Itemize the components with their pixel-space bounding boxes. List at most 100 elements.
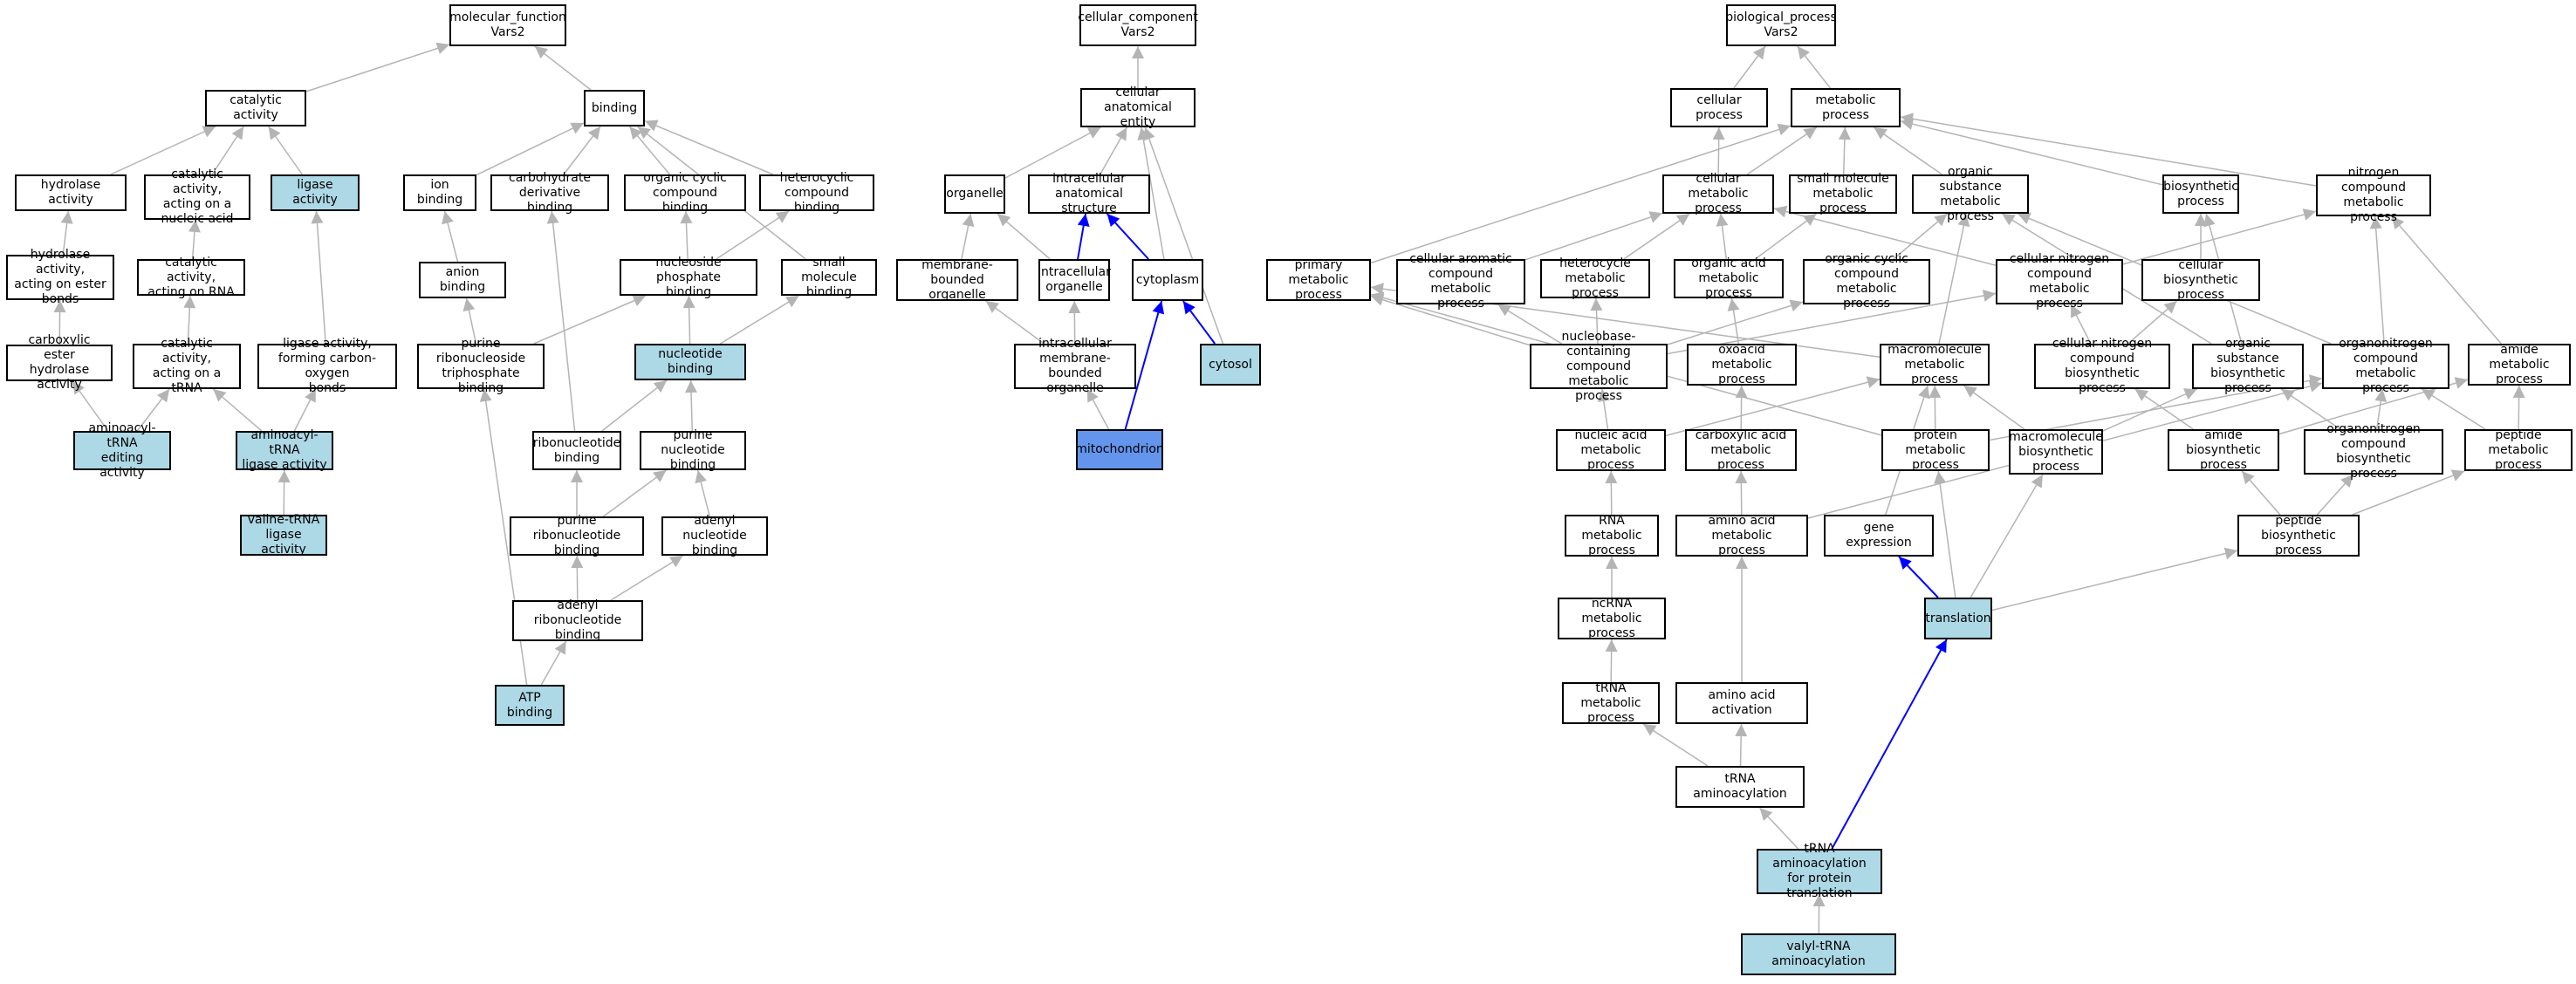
edge-bind-to-mf [534,45,592,91]
go-term-node-adrnb[interactable]: adenyl ribonucleotide binding [512,598,643,642]
go-term-node-cyto[interactable]: cytoplasm [1132,259,1203,301]
go-term-node-anion[interactable]: anion binding [419,262,506,298]
edge-orgl-to-cae [1004,126,1101,179]
go-term-node-hyd[interactable]: hydrolase activity [15,174,127,211]
go-term-node-cacmp[interactable]: cellular aromatic compound metabolic pro… [1396,252,1525,311]
go-term-node-transl[interactable]: translation [1924,598,1992,639]
go-term-node-protmp[interactable]: protein metabolic process [1881,428,1990,472]
go-term-node-aalig[interactable]: aminoacyl-tRNA ligase activity [236,428,333,472]
go-term-node-pmp[interactable]: primary metabolic process [1266,258,1371,302]
go-term-node-pepmp[interactable]: peptide metabolic process [2464,428,2573,472]
edge-imbo-to-intorg [1068,300,1081,345]
go-term-node-trnamp[interactable]: tRNA metabolic process [1562,681,1660,725]
go-term-node-aaact[interactable]: amino acid activation [1675,682,1808,724]
go-term-node-mf[interactable]: molecular_function Vars2 [449,4,566,46]
go-term-node-oxmp[interactable]: oxoacid metabolic process [1687,343,1797,386]
go-term-node-intorg[interactable]: intracellular organelle [1038,259,1111,301]
go-term-node-occmp[interactable]: organic cyclic compound metabolic proces… [1803,252,1930,311]
go-term-node-macmp[interactable]: macromolecule metabolic process [1880,343,1990,386]
go-term-node-cbp[interactable]: cellular biosynthetic process [2141,258,2260,302]
edge-oamp-to-cmp [1716,213,1729,260]
go-term-node-ntb[interactable]: nucleotide binding [634,344,746,380]
go-term-node-osmp[interactable]: organic substance metabolic process [1912,165,2029,223]
go-term-node-mito[interactable]: mitochondrion [1075,429,1164,470]
edge-aamp-to-camp [1735,470,1748,516]
go-term-node-bp[interactable]: biological_process Vars2 [1725,4,1837,46]
go-term-node-imbo[interactable]: intracellular membrane-bounded organelle [1014,337,1136,395]
go-term-node-catna[interactable]: catalytic activity, acting on a nucleic … [144,167,250,226]
go-term-node-lig[interactable]: ligase activity [271,174,360,211]
go-term-node-namp[interactable]: nucleic acid metabolic process [1556,428,1666,472]
go-term-node-ias[interactable]: intracellular anatomical structure [1028,172,1150,215]
go-term-node-rnb[interactable]: ribonucleotide binding [532,431,621,470]
go-term-node-cncmp[interactable]: cellular nitrogen compound metabolic pro… [1996,252,2123,311]
edge-cncbp-to-cbp [2127,300,2178,345]
edge-pepbp-to-onbp [2316,474,2354,516]
go-term-node-valt[interactable]: valine-tRNA ligase activity [240,513,327,557]
go-term-node-cattrna[interactable]: catalytic activity, acting on a tRNA [133,337,241,395]
go-term-node-gexp[interactable]: gene expression [1824,515,1934,557]
go-term-node-pnb[interactable]: purine nucleotide binding [640,428,746,472]
go-term-node-atp[interactable]: ATP binding [495,685,565,726]
go-term-node-osbp[interactable]: organic substance biosynthetic process [2192,337,2304,395]
go-term-node-cncbp[interactable]: cellular nitrogen compound biosynthetic … [2034,337,2170,395]
go-term-node-orgl[interactable]: organelle [944,174,1005,214]
edge-pepbp-to-amidebp [2241,470,2281,516]
go-term-node-macbp[interactable]: macromolecule biosynthetic process [2009,429,2103,475]
edge-prtb-to-anion [462,297,477,345]
go-term-node-ligco[interactable]: ligase activity, forming carbon-oxygen b… [257,337,397,395]
go-term-node-carb[interactable]: carbohydrate derivative binding [490,171,609,215]
go-term-node-amidebp[interactable]: amide biosynthetic process [2168,428,2279,472]
go-term-node-ionb[interactable]: ion binding [403,174,476,211]
go-term-node-cmp[interactable]: cellular metabolic process [1662,172,1774,215]
go-term-node-trnaaa[interactable]: tRNA aminoacylation [1675,766,1805,808]
go-term-node-npb[interactable]: nucleoside phosphate binding [620,256,757,299]
edge-amidebp-to-cncbp [2134,388,2194,430]
go-term-node-aaed[interactable]: aminoacyl-tRNA editing activity [73,421,171,480]
edge-prnb-to-pnb [603,469,667,517]
edge-mito-to-cyto [1124,300,1165,430]
go-term-node-hccb[interactable]: heterocyclic compound binding [759,171,874,215]
go-term-node-valaa[interactable]: valyl-tRNA aminoacylation [1741,933,1896,975]
go-term-node-ncrna[interactable]: ncRNA metabolic process [1558,597,1666,640]
go-term-node-trnaaapt[interactable]: tRNA aminoacylation for protein translat… [1757,842,1882,900]
go-term-node-ceh[interactable]: carboxylic ester hydrolase activity [6,333,113,392]
go-term-node-prtb[interactable]: purine ribonucleoside triphosphate bindi… [417,337,545,395]
go-term-node-prnb[interactable]: purine ribonucleotide binding [510,514,644,557]
go-term-node-onbp[interactable]: organonitrogen compound biosynthetic pro… [2304,422,2443,481]
go-term-node-onmp[interactable]: organonitrogen compound metabolic proces… [2322,337,2449,395]
go-term-node-bind[interactable]: binding [584,90,645,126]
edge-pnb-to-ntb [685,379,698,432]
go-term-node-pepbp[interactable]: peptide biosynthetic process [2237,514,2360,557]
go-term-node-cae[interactable]: cellular anatomical entity [1080,85,1196,129]
go-term-node-cc[interactable]: cellular_component Vars2 [1078,4,1198,46]
edge-rnb-to-carb [546,210,576,432]
go-term-node-camp[interactable]: carboxylic acid metabolic process [1685,428,1797,472]
go-term-node-cytosol[interactable]: cytosol [1200,344,1261,386]
go-term-node-occb[interactable]: organic cyclic compound binding [624,171,746,215]
go-term-node-mbo[interactable]: membrane-bounded organelle [896,258,1018,302]
go-term-node-amidemp[interactable]: amide metabolic process [2468,343,2571,386]
go-term-node-ncmp[interactable]: nitrogen compound metabolic process [2316,166,2431,224]
edge-cncmp-to-cmp [1773,205,1997,266]
edge-trnamp-to-ncrna [1605,639,1618,683]
go-term-node-aamp[interactable]: amino acid metabolic process [1675,514,1808,557]
go-term-node-metp[interactable]: metabolic process [1791,88,1901,127]
edge-cytosol-to-cyto [1182,300,1216,345]
go-term-node-catrna[interactable]: catalytic activity, acting on RNA [137,256,245,299]
go-term-node-nbcmp[interactable]: nucleobase-containing compound metabolic… [1530,330,1668,403]
edge-cncmp-to-ncmp [2122,208,2317,265]
go-term-node-hmp[interactable]: heterocycle metabolic process [1540,256,1650,300]
go-term-node-cat[interactable]: catalytic activity [205,90,306,126]
go-term-node-adnb[interactable]: adenyl nucleotide binding [661,514,768,557]
go-term-node-smb[interactable]: small molecule binding [781,256,877,299]
edge-cacmp-to-cmp [1524,211,1663,261]
go-term-node-biosyn[interactable]: biosynthetic process [2162,174,2239,214]
go-term-node-hydest[interactable]: hydrolase activity, acting on ester bond… [6,248,114,306]
go-term-node-oamp[interactable]: organic acid metabolic process [1674,256,1784,300]
go-term-node-rnamp[interactable]: RNA metabolic process [1565,514,1659,557]
go-term-node-cellp[interactable]: cellular process [1670,88,1768,127]
go-term-node-smmp[interactable]: small molecule metabolic process [1789,172,1897,215]
edge-cncbp-to-cncmp [2070,304,2092,345]
